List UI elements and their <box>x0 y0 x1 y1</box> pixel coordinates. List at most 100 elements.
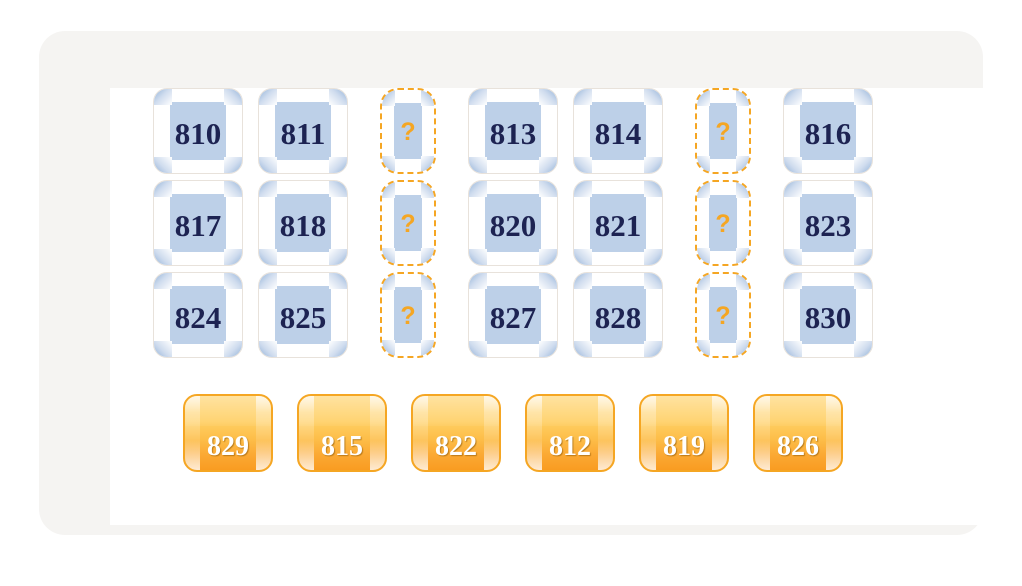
number-tile: 821 <box>573 180 663 266</box>
missing-number-dropzone[interactable]: ? <box>695 180 751 266</box>
missing-number-dropzone[interactable]: ? <box>380 180 436 266</box>
number-tile-label: 830 <box>804 299 852 335</box>
missing-number-dropzone[interactable]: ? <box>695 272 751 358</box>
dropzone-corner-bottom-left-icon <box>697 248 710 264</box>
number-tile: 813 <box>468 88 558 174</box>
tile-corner-bottom-right-icon <box>539 157 557 173</box>
draggable-number-tile[interactable]: 815 <box>297 394 387 472</box>
dropzone-corner-top-left-icon <box>697 274 710 290</box>
tile-band-right <box>370 396 385 470</box>
dropzone-inner-block <box>709 287 737 343</box>
tile-corner-top-right-icon <box>644 181 662 197</box>
tile-band-left <box>527 396 542 470</box>
tile-corner-bottom-left-icon <box>154 341 172 357</box>
draggable-number-tile-label: 815 <box>321 431 363 462</box>
tile-corner-top-right-icon <box>224 273 242 289</box>
tile-corner-bottom-left-icon <box>574 341 592 357</box>
tile-corner-top-right-icon <box>329 89 347 105</box>
question-mark-icon: ? <box>400 209 416 238</box>
dropzone-corner-top-right-icon <box>421 182 434 198</box>
tile-corner-top-right-icon <box>329 181 347 197</box>
grid-slot: 810 <box>153 88 243 174</box>
tile-corner-top-left-icon <box>154 89 172 105</box>
grid-slot: ? <box>363 180 453 266</box>
dropzone-inner-block <box>394 195 422 251</box>
missing-number-dropzone[interactable]: ? <box>380 88 436 174</box>
number-tile: 818 <box>258 180 348 266</box>
tile-corner-bottom-right-icon <box>539 249 557 265</box>
tile-inner-block <box>590 194 646 252</box>
number-tile-label: 828 <box>594 299 642 335</box>
grid-slot: 813 <box>468 88 558 174</box>
number-tile: 816 <box>783 88 873 174</box>
draggable-number-tile[interactable]: 822 <box>411 394 501 472</box>
missing-number-dropzone[interactable]: ? <box>695 88 751 174</box>
dropzone-corner-bottom-right-icon <box>736 248 749 264</box>
draggable-number-tile-label: 829 <box>207 431 249 462</box>
tile-corner-bottom-left-icon <box>784 341 802 357</box>
draggable-number-tile[interactable]: 826 <box>753 394 843 472</box>
tile-corner-bottom-left-icon <box>784 157 802 173</box>
tile-corner-top-right-icon <box>329 273 347 289</box>
tile-inner-block <box>485 102 541 160</box>
tile-corner-top-left-icon <box>154 181 172 197</box>
tile-inner-block <box>800 286 856 344</box>
tile-inner-block <box>485 194 541 252</box>
dropzone-inner-block <box>394 287 422 343</box>
tile-corner-bottom-right-icon <box>644 249 662 265</box>
draggable-number-tile-label: 812 <box>549 431 591 462</box>
number-tile-label: 811 <box>280 115 326 151</box>
tile-band-left <box>299 396 314 470</box>
dropzone-corner-bottom-right-icon <box>421 248 434 264</box>
tile-corner-bottom-left-icon <box>259 249 277 265</box>
question-mark-icon: ? <box>715 117 731 146</box>
tile-corner-top-left-icon <box>259 273 277 289</box>
draggable-number-tile[interactable]: 812 <box>525 394 615 472</box>
tile-corner-bottom-left-icon <box>574 249 592 265</box>
number-tile: 830 <box>783 272 873 358</box>
tile-corner-bottom-left-icon <box>469 341 487 357</box>
tile-corner-top-left-icon <box>574 89 592 105</box>
number-tile: 823 <box>783 180 873 266</box>
tile-corner-top-left-icon <box>154 273 172 289</box>
draggable-number-tile[interactable]: 829 <box>183 394 273 472</box>
dropzone-corner-top-left-icon <box>382 90 395 106</box>
dropzone-wrapper: ? <box>695 272 751 358</box>
tile-corner-bottom-right-icon <box>644 341 662 357</box>
question-mark-icon: ? <box>400 117 416 146</box>
draggable-number-tile-label: 826 <box>777 431 819 462</box>
dropzone-corner-top-left-icon <box>697 90 710 106</box>
dropzone-corner-top-right-icon <box>736 90 749 106</box>
grid-slot: 821 <box>573 180 663 266</box>
number-tile-label: 820 <box>489 207 537 243</box>
tile-corner-bottom-left-icon <box>784 249 802 265</box>
grid-slot: 823 <box>783 180 873 266</box>
dropzone-inner-block <box>709 103 737 159</box>
question-mark-icon: ? <box>715 209 731 238</box>
tile-inner-block <box>485 286 541 344</box>
tile-inner-block <box>170 286 226 344</box>
grid-slot: ? <box>678 180 768 266</box>
tile-band-right <box>484 396 499 470</box>
tile-corner-top-left-icon <box>784 273 802 289</box>
number-tile-label: 823 <box>804 207 852 243</box>
draggable-number-tile[interactable]: 819 <box>639 394 729 472</box>
tile-band-left <box>641 396 656 470</box>
tile-band-left <box>185 396 200 470</box>
tile-corner-top-right-icon <box>644 273 662 289</box>
dropzone-corner-bottom-left-icon <box>382 340 395 356</box>
tile-inner-block <box>800 194 856 252</box>
dropzone-corner-top-right-icon <box>421 274 434 290</box>
number-tile-label: 817 <box>174 207 222 243</box>
tile-band-left <box>413 396 428 470</box>
tile-inner-block <box>170 194 226 252</box>
number-tile-label: 810 <box>174 115 222 151</box>
number-tile: 814 <box>573 88 663 174</box>
missing-number-dropzone[interactable]: ? <box>380 272 436 358</box>
tile-corner-bottom-right-icon <box>854 249 872 265</box>
number-tile: 824 <box>153 272 243 358</box>
tile-corner-top-left-icon <box>784 181 802 197</box>
dropzone-wrapper: ? <box>695 88 751 174</box>
